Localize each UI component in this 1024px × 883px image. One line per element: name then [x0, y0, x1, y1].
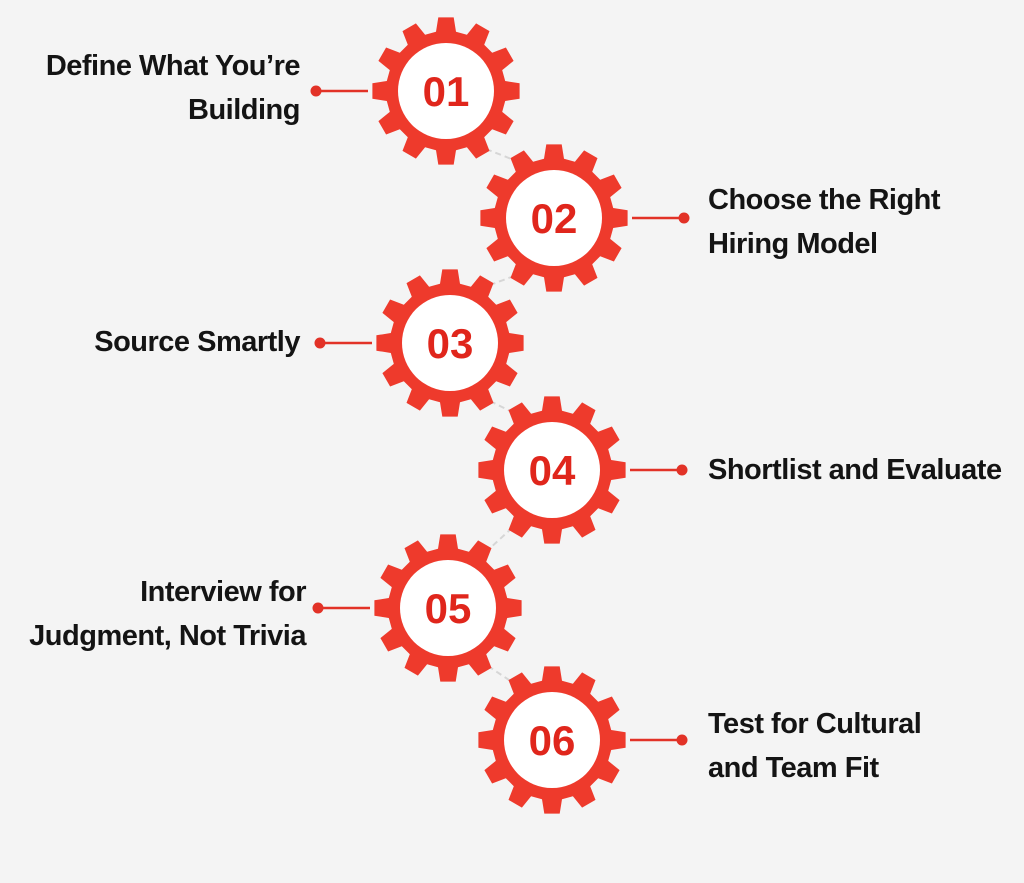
- step-4-gear-center: [504, 422, 600, 518]
- step-2-label-line-1: Choose the Right: [708, 184, 941, 216]
- step-6-number: 06: [529, 717, 576, 764]
- step-3-label: Source Smartly: [94, 320, 300, 364]
- step-4-label-line-1: Shortlist and Evaluate: [708, 454, 1002, 486]
- step-6-connector-dot: [676, 734, 688, 746]
- step-1-label: Define What You’re Building: [45, 44, 301, 132]
- step-3-label-line-1: Source Smartly: [94, 326, 300, 358]
- step-6-label-line-2: and Team Fit: [708, 752, 879, 784]
- step-5-gear-center: [400, 560, 496, 656]
- step-2-label: Choose the Right Hiring Model: [708, 178, 941, 266]
- step-6-gear-center: [504, 692, 600, 788]
- step-5-label-line-2: Judgment, Not Trivia: [29, 620, 306, 652]
- step-1-number: 01: [423, 68, 470, 115]
- step-4-number: 04: [529, 447, 576, 494]
- step-1-label-line-1: Define What You’re: [45, 50, 301, 82]
- step-1-gear-center: [398, 43, 494, 139]
- step-6-label: Test for Cultural and Team Fit: [708, 702, 922, 790]
- step-6-label-line-1: Test for Cultural: [708, 708, 922, 740]
- step-6-gear: 06: [478, 666, 626, 814]
- step-5-label-line-1: Interview for: [140, 576, 306, 608]
- step-2-gear: 02: [480, 144, 628, 292]
- step-3-gear-center: [402, 295, 498, 391]
- chain-link-5-6: [487, 665, 513, 683]
- step-2-connector-dot: [678, 212, 690, 224]
- step-1-connector-dot: [310, 85, 322, 97]
- step-1-label-line-2: Building: [188, 94, 300, 126]
- step-5-number: 05: [425, 585, 472, 632]
- step-1-gear: 01: [372, 17, 520, 165]
- step-4-gear: 04: [478, 396, 626, 544]
- chain-link-1-2: [485, 148, 515, 161]
- step-5-connector-dot: [312, 602, 324, 614]
- step-3-number: 03: [427, 320, 474, 367]
- step-2-label-line-2: Hiring Model: [708, 228, 878, 260]
- step-2-gear-center: [506, 170, 602, 266]
- step-3-connector-dot: [314, 337, 326, 349]
- step-5-label: Interview for Judgment, Not Trivia: [29, 570, 306, 658]
- step-4-label: Shortlist and Evaluate: [708, 448, 1002, 492]
- step-4-connector-dot: [676, 464, 688, 476]
- chain-link-4-5: [487, 527, 513, 551]
- step-2-number: 02: [531, 195, 578, 242]
- chain-link-2-3: [489, 275, 515, 286]
- step-5-gear: 05: [374, 534, 522, 682]
- step-3-gear: 03: [376, 269, 524, 417]
- chain-link-3-4: [489, 400, 513, 413]
